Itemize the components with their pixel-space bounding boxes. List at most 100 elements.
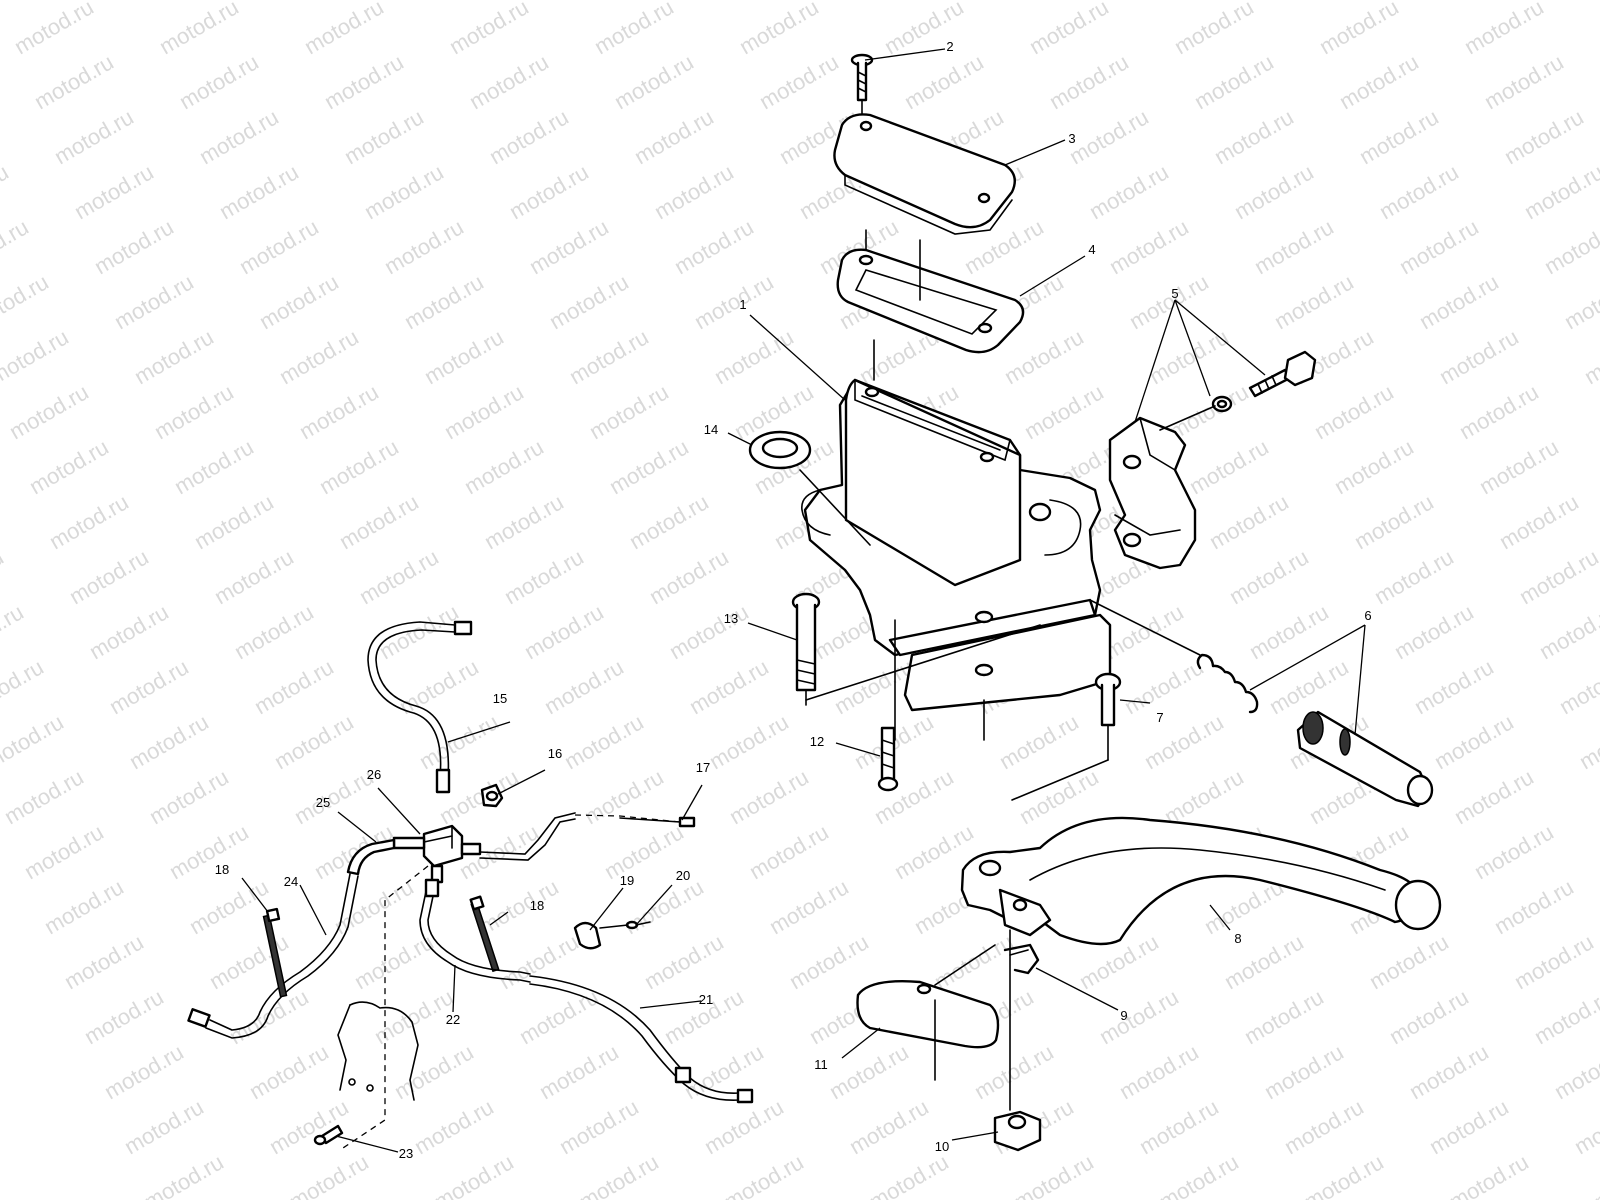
- watermark-text: motod.ru: [845, 1094, 933, 1159]
- watermark-text: motod.ru: [475, 874, 563, 939]
- watermark-text: motod.ru: [1095, 984, 1183, 1049]
- watermark-text: motod.ru: [1150, 0, 1238, 4]
- part-20-clip: [599, 920, 651, 930]
- watermark-text: motod.ru: [215, 159, 303, 224]
- watermark-text: motod.ru: [565, 324, 653, 389]
- part-26-tee-block: [392, 824, 482, 884]
- watermark-text: motod.ru: [295, 379, 383, 444]
- label-part-17: 17: [696, 760, 710, 775]
- watermark-text: motod.ru: [515, 984, 603, 1049]
- leader-lines: [241, 48, 1366, 1153]
- label-part-12: 12: [810, 734, 824, 749]
- part-16-fitting: [480, 783, 504, 808]
- watermark-text: motod.ru: [1550, 1039, 1600, 1104]
- watermark-text: motod.ru: [1245, 599, 1333, 664]
- watermark-text: motod.ru: [1375, 159, 1463, 224]
- watermark-text: motod.ru: [1010, 1149, 1098, 1200]
- watermark-text: motod.ru: [755, 49, 843, 114]
- watermark-text: motod.ru: [725, 764, 813, 829]
- watermark-text: motod.ru: [1410, 654, 1498, 719]
- frame-outline: [337, 1001, 419, 1101]
- watermark-text: motod.ru: [135, 0, 223, 4]
- watermark-text: motod.ru: [1580, 324, 1600, 389]
- watermark-text: motod.ru: [1140, 709, 1228, 774]
- watermark-text: motod.ru: [715, 0, 803, 4]
- watermark-text: motod.ru: [1435, 324, 1523, 389]
- part-15-brake-hose-upper: [367, 620, 473, 794]
- watermark-text: motod.ru: [1540, 214, 1600, 279]
- watermark-text: motod.ru: [300, 0, 388, 59]
- watermark-text: motod.ru: [425, 0, 513, 4]
- watermark-text: motod.ru: [930, 929, 1018, 994]
- watermark-text: motod.ru: [20, 819, 108, 884]
- watermark-text: motod.ru: [355, 544, 443, 609]
- watermark-text: motod.ru: [1490, 874, 1578, 939]
- watermark-text: motod.ru: [140, 1149, 228, 1200]
- watermark-text: motod.ru: [280, 0, 368, 4]
- watermark-text: motod.ru: [0, 269, 53, 334]
- watermark-text: motod.ru: [865, 1149, 953, 1200]
- watermark-text: motod.ru: [0, 709, 68, 774]
- watermark-text: motod.ru: [130, 324, 218, 389]
- watermark-text: motod.ru: [1585, 0, 1600, 4]
- watermark-text: motod.ru: [1065, 104, 1153, 169]
- watermark-text: motod.ru: [1020, 379, 1108, 444]
- watermark-text: motod.ru: [970, 1039, 1058, 1104]
- watermark-text: motod.ru: [650, 159, 738, 224]
- watermark-text: motod.ru: [1205, 489, 1293, 554]
- watermark-text: motod.ru: [125, 709, 213, 774]
- watermark-text: motod.ru: [1335, 49, 1423, 114]
- watermark-text: motod.ru: [1475, 434, 1563, 499]
- watermark-text: motod.ru: [520, 599, 608, 664]
- watermark-text: motod.ru: [360, 159, 448, 224]
- watermark-text: motod.ru: [1390, 599, 1478, 664]
- watermark-text: motod.ru: [625, 489, 713, 554]
- watermark-text: motod.ru: [315, 434, 403, 499]
- label-part-22: 22: [446, 1012, 460, 1027]
- watermark-text: motod.ru: [1330, 434, 1418, 499]
- watermark-text: motod.ru: [610, 49, 698, 114]
- watermark-text: motod.ru: [555, 1094, 643, 1159]
- watermark-text: motod.ru: [1135, 1094, 1223, 1159]
- watermark-text: motod.ru: [390, 1039, 478, 1104]
- watermark-text: motod.ru: [485, 104, 573, 169]
- label-part-14: 14: [704, 422, 718, 437]
- watermark-text: motod.ru: [370, 984, 458, 1049]
- label-part-8: 8: [1234, 931, 1241, 946]
- watermark-text: motod.ru: [225, 984, 313, 1049]
- watermark-text: motod.ru: [700, 1094, 788, 1159]
- watermark-text: motod.ru: [1265, 654, 1353, 719]
- watermark-text: motod.ru: [1000, 324, 1088, 389]
- watermark-text: motod.ru: [1025, 0, 1113, 59]
- watermark-text: motod.ru: [120, 1094, 208, 1159]
- watermark-text: motod.ru: [665, 599, 753, 664]
- watermark-text: motod.ru: [1230, 159, 1318, 224]
- watermark-text: motod.ru: [1430, 709, 1518, 774]
- watermark-text: motod.ru: [1145, 324, 1233, 389]
- watermark-text: motod.ru: [880, 0, 968, 59]
- label-part-20: 20: [676, 868, 690, 883]
- watermark-text: motod.ru: [720, 1149, 808, 1200]
- watermark-text: motod.ru: [690, 269, 778, 334]
- watermark-text: motod.ru: [1535, 599, 1600, 664]
- watermark-text: motod.ru: [275, 324, 363, 389]
- watermark-text: motod.ru: [60, 929, 148, 994]
- watermark-text: motod.ru: [290, 764, 378, 829]
- watermark-text: motod.ru: [270, 709, 358, 774]
- watermark-text: motod.ru: [430, 1149, 518, 1200]
- watermark-text: motod.ru: [1480, 49, 1568, 114]
- watermark-text: motod.ru: [1260, 1039, 1348, 1104]
- watermark-text: motod.ru: [0, 214, 33, 279]
- watermark-text: motod.ru: [400, 269, 488, 334]
- part-14-boot-seal: [748, 430, 812, 470]
- watermark-text: motod.ru: [410, 1094, 498, 1159]
- watermark-text: motod.ru: [645, 544, 733, 609]
- watermark-text: motod.ru: [1515, 544, 1600, 609]
- watermark-text: motod.ru: [190, 489, 278, 554]
- watermark-text: motod.ru: [705, 709, 793, 774]
- watermark-text: motod.ru: [1415, 269, 1503, 334]
- label-part-11: 11: [814, 1057, 828, 1072]
- watermark-text: motod.ru: [1365, 929, 1453, 994]
- label-part-19: 19: [620, 873, 634, 888]
- watermark-text: motod.ru: [0, 544, 8, 609]
